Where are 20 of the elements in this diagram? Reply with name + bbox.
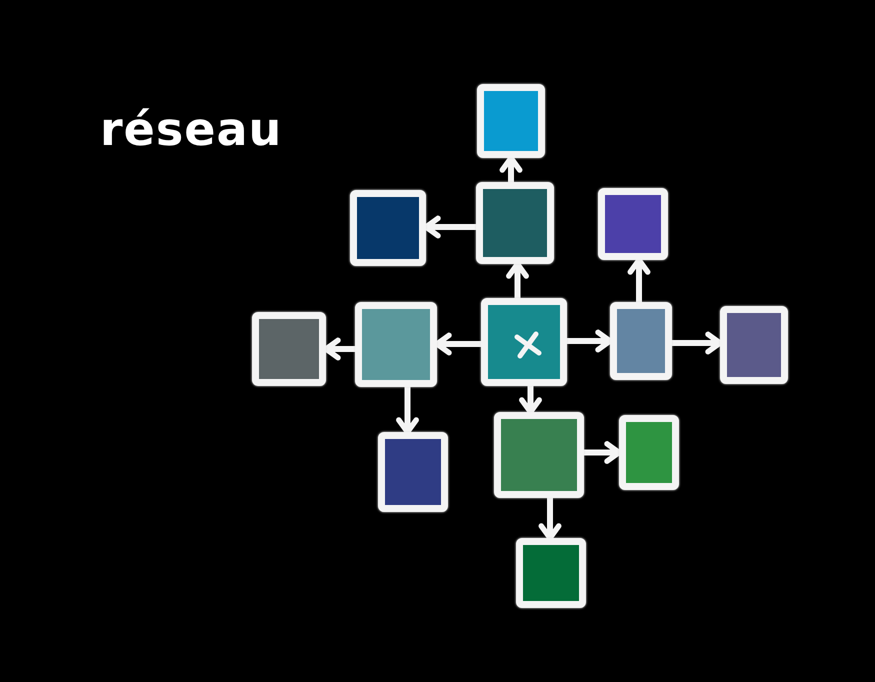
network-node	[476, 182, 554, 264]
network-node	[378, 432, 448, 512]
network-node	[477, 84, 545, 158]
arrow	[538, 495, 562, 541]
arrow	[628, 257, 650, 305]
network-node	[720, 306, 788, 384]
network-node	[481, 298, 567, 386]
arrow	[396, 384, 419, 435]
network-node	[252, 312, 326, 386]
network-node	[516, 538, 586, 608]
network-node	[355, 302, 437, 387]
network-node	[610, 302, 672, 380]
title: réseau	[100, 104, 282, 155]
network-node	[494, 412, 584, 498]
network-node	[350, 190, 426, 266]
network-node	[598, 188, 668, 260]
arrow	[519, 383, 542, 415]
arrow	[506, 261, 529, 301]
network-node	[619, 415, 679, 490]
arrow	[500, 155, 522, 185]
